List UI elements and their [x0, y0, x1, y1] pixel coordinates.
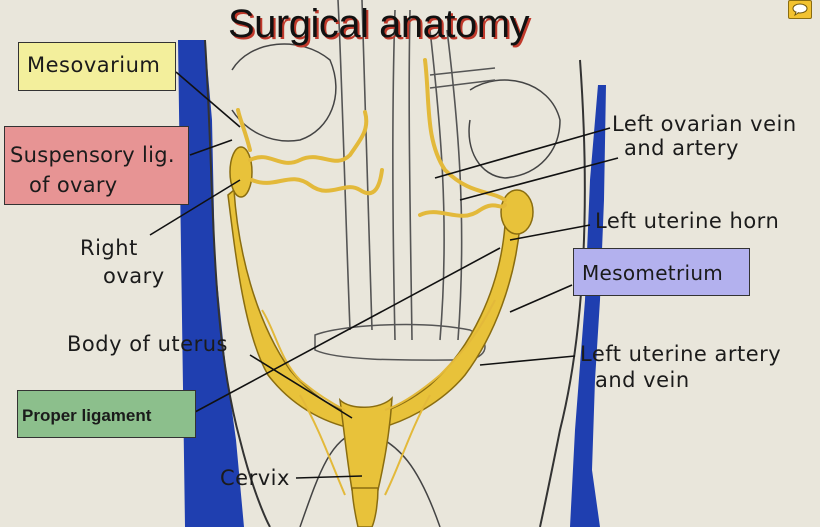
- right-ovary-shape: [229, 146, 253, 198]
- uterine-body: [338, 396, 393, 491]
- proper-ligament-label: Proper ligament: [22, 406, 152, 425]
- left-uterine-artery-label-1: Left uterine artery: [580, 342, 781, 366]
- left-ovarian-label-1: Left ovarian vein: [612, 112, 797, 136]
- suspensory-ligament-label-2: of ovary: [29, 173, 118, 197]
- bladder-outline: [314, 323, 486, 361]
- ovarian-vessels: [236, 58, 507, 218]
- left-kidney-outline: [468, 79, 561, 179]
- slide-title: Surgical anatomy: [228, 2, 530, 46]
- right-ovary-label-2: ovary: [103, 264, 165, 288]
- comment-icon[interactable]: [788, 0, 812, 19]
- left-ovarian-label-2: and artery: [624, 136, 739, 160]
- right-kidney-outline: [231, 43, 337, 142]
- proper-ligament-callout: Proper ligament: [17, 390, 196, 438]
- mesovarium-label: Mesovarium: [27, 53, 161, 77]
- suspensory-ligament-callout: Suspensory lig. of ovary: [4, 126, 189, 205]
- mesometrium-label: Mesometrium: [582, 261, 724, 285]
- right-ovary-label-1: Right: [80, 236, 138, 260]
- mesovarium-callout: Mesovarium: [18, 42, 176, 91]
- abdomen-outline: [204, 39, 586, 527]
- left-uterine-artery-label-2: and vein: [595, 368, 690, 392]
- uterine-vessel-network: [261, 299, 496, 496]
- cervix-shape: [351, 487, 379, 527]
- left-uterine-horn-label: Left uterine horn: [595, 209, 779, 233]
- great-vessels: [337, 0, 496, 341]
- left-body-wall: [570, 85, 606, 527]
- cervix-label: Cervix: [220, 466, 290, 490]
- left-ovary-shape: [500, 189, 534, 235]
- body-of-uterus-label: Body of uterus: [67, 332, 228, 356]
- leader-lines: [149, 71, 619, 479]
- right-uterine-horn: [227, 188, 362, 431]
- mesometrium-callout: Mesometrium: [573, 248, 750, 296]
- suspensory-ligament-label-1: Suspensory lig.: [10, 143, 175, 167]
